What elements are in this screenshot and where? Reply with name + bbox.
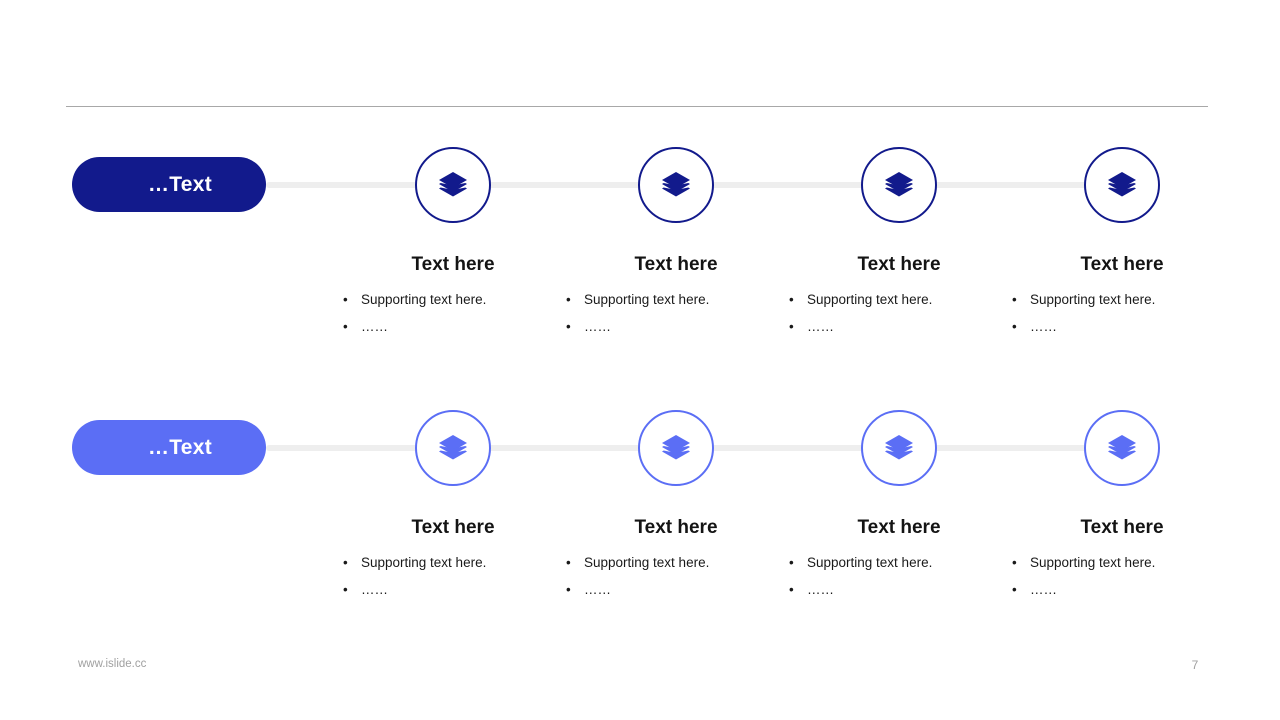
layers-icon xyxy=(884,171,914,199)
list-item-text: …… xyxy=(1030,582,1057,597)
row-2-column-4: Text here • Supporting text here. • …… xyxy=(1007,516,1237,610)
row-1-label-text: …Text xyxy=(147,172,213,196)
list-item: • Supporting text here. xyxy=(338,556,568,570)
bullet-glyph: • xyxy=(1012,582,1017,597)
bullet-glyph: • xyxy=(566,582,571,597)
row-1-column-3: Text here • Supporting text here. • …… xyxy=(784,253,1014,347)
layers-icon xyxy=(1107,171,1137,199)
bullet-glyph: • xyxy=(343,292,348,307)
layers-icon xyxy=(1107,434,1137,462)
list-item-text: …… xyxy=(584,582,611,597)
bullet-glyph: • xyxy=(343,319,348,334)
row-2-node-4[interactable] xyxy=(1084,410,1160,486)
column-bullet-list: • Supporting text here. • …… xyxy=(338,293,568,334)
list-item-text: Supporting text here. xyxy=(807,292,933,307)
footer-page-number: 7 xyxy=(1191,658,1199,672)
list-item-text: Supporting text here. xyxy=(584,292,710,307)
row-2-column-3: Text here • Supporting text here. • …… xyxy=(784,516,1014,610)
row-2-node-3[interactable] xyxy=(861,410,937,486)
column-title: Text here xyxy=(411,517,495,538)
row-2-label-text: …Text xyxy=(147,435,213,459)
bullet-glyph: • xyxy=(566,319,571,334)
bullet-glyph: • xyxy=(1012,292,1017,307)
layers-icon xyxy=(661,171,691,199)
bullet-glyph: • xyxy=(566,292,571,307)
bullet-glyph: • xyxy=(566,555,571,570)
column-title: Text here xyxy=(634,254,718,275)
list-item-text: Supporting text here. xyxy=(361,555,487,570)
row-1-node-4[interactable] xyxy=(1084,147,1160,223)
column-bullet-list: • Supporting text here. • …… xyxy=(1007,556,1237,597)
bullet-glyph: • xyxy=(789,582,794,597)
list-item: • Supporting text here. xyxy=(784,556,1014,570)
list-item: • …… xyxy=(1007,320,1237,334)
row-1-node-1[interactable] xyxy=(415,147,491,223)
bullet-glyph: • xyxy=(343,582,348,597)
row-2-node-2[interactable] xyxy=(638,410,714,486)
list-item: • Supporting text here. xyxy=(1007,293,1237,307)
layers-icon xyxy=(661,434,691,462)
column-title: Text here xyxy=(411,254,495,275)
row-2-label-pill[interactable]: …Text xyxy=(72,420,266,475)
column-bullet-list: • Supporting text here. • …… xyxy=(784,293,1014,334)
row-2-column-2: Text here • Supporting text here. • …… xyxy=(561,516,791,610)
list-item: • …… xyxy=(1007,583,1237,597)
row-1-column-4: Text here • Supporting text here. • …… xyxy=(1007,253,1237,347)
list-item: • Supporting text here. xyxy=(1007,556,1237,570)
list-item: • …… xyxy=(338,583,568,597)
list-item-text: …… xyxy=(1030,319,1057,334)
bullet-glyph: • xyxy=(1012,555,1017,570)
row-1-column-1: Text here • Supporting text here. • …… xyxy=(338,253,568,347)
layers-icon xyxy=(438,171,468,199)
list-item-text: …… xyxy=(361,319,388,334)
bullet-glyph: • xyxy=(1012,319,1017,334)
list-item: • Supporting text here. xyxy=(561,293,791,307)
column-title: Text here xyxy=(857,254,941,275)
footer-website-url[interactable]: www.islide.cc xyxy=(78,658,147,670)
column-bullet-list: • Supporting text here. • …… xyxy=(784,556,1014,597)
row-2-column-1: Text here • Supporting text here. • …… xyxy=(338,516,568,610)
bullet-glyph: • xyxy=(343,555,348,570)
list-item: • …… xyxy=(338,320,568,334)
row-1-column-2: Text here • Supporting text here. • …… xyxy=(561,253,791,347)
column-bullet-list: • Supporting text here. • …… xyxy=(561,293,791,334)
column-title: Text here xyxy=(634,517,718,538)
column-bullet-list: • Supporting text here. • …… xyxy=(1007,293,1237,334)
row-1-node-2[interactable] xyxy=(638,147,714,223)
list-item-text: …… xyxy=(584,319,611,334)
bullet-glyph: • xyxy=(789,319,794,334)
list-item-text: …… xyxy=(807,582,834,597)
row-2-node-1[interactable] xyxy=(415,410,491,486)
column-title: Text here xyxy=(1080,517,1164,538)
column-title: Text here xyxy=(1080,254,1164,275)
list-item: • …… xyxy=(561,320,791,334)
layers-icon xyxy=(438,434,468,462)
list-item-text: …… xyxy=(807,319,834,334)
list-item: • Supporting text here. xyxy=(784,293,1014,307)
column-bullet-list: • Supporting text here. • …… xyxy=(338,556,568,597)
layers-icon xyxy=(884,434,914,462)
column-bullet-list: • Supporting text here. • …… xyxy=(561,556,791,597)
list-item-text: Supporting text here. xyxy=(361,292,487,307)
row-1-label-pill[interactable]: …Text xyxy=(72,157,266,212)
column-title: Text here xyxy=(857,517,941,538)
list-item-text: Supporting text here. xyxy=(1030,292,1156,307)
list-item-text: Supporting text here. xyxy=(1030,555,1156,570)
bullet-glyph: • xyxy=(789,555,794,570)
row-1-node-3[interactable] xyxy=(861,147,937,223)
list-item: • …… xyxy=(561,583,791,597)
list-item: • Supporting text here. xyxy=(338,293,568,307)
list-item: • Supporting text here. xyxy=(561,556,791,570)
list-item: • …… xyxy=(784,583,1014,597)
bullet-glyph: • xyxy=(789,292,794,307)
list-item-text: …… xyxy=(361,582,388,597)
header-divider-line xyxy=(66,106,1208,107)
list-item-text: Supporting text here. xyxy=(584,555,710,570)
list-item-text: Supporting text here. xyxy=(807,555,933,570)
list-item: • …… xyxy=(784,320,1014,334)
